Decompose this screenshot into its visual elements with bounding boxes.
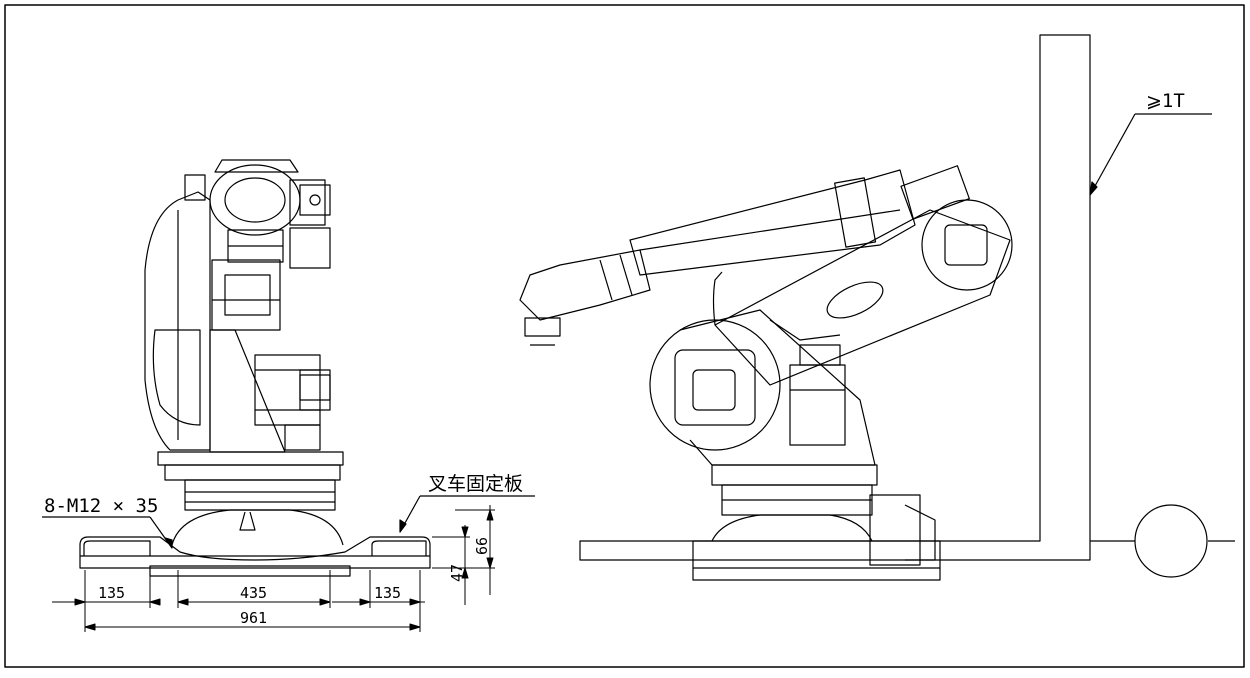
- front-motor-right: [289, 179, 326, 226]
- forklift-wheel: [1134, 504, 1208, 578]
- front-lower-arm: [209, 329, 286, 453]
- drawing-frame: [4, 4, 1245, 668]
- front-motor-detail: [284, 424, 321, 451]
- capacity-arrow: [1089, 181, 1098, 196]
- front-connector-dot: [309, 194, 321, 206]
- side-base-flange: [711, 464, 878, 486]
- side-upper-arm: [629, 169, 916, 276]
- fork-plate-label: 叉车固定板: [428, 473, 523, 495]
- side-cable-box: [869, 494, 921, 566]
- fork-plate-arrow: [399, 519, 407, 533]
- robot-side-view: [519, 165, 1013, 581]
- front-wrist-inner: [224, 177, 286, 223]
- side-motor: [789, 364, 846, 446]
- side-j2-housing: [649, 319, 781, 451]
- side-arm-flange: [834, 177, 877, 248]
- bolt-spec-label: 8-M12 × 35: [44, 495, 158, 517]
- forklift-fork: [579, 34, 1091, 561]
- fork-pocket-right: [371, 540, 427, 556]
- side-cable-hose: [712, 271, 723, 326]
- side-upper-arm-line: [639, 209, 901, 251]
- vertical-dimensions: [432, 505, 495, 605]
- front-base-flange: [164, 464, 341, 481]
- front-base-top: [157, 451, 344, 466]
- bolt-arrow: [164, 537, 173, 549]
- dim-total-width: 961: [240, 609, 267, 627]
- capacity-label: ⩾1T: [1146, 90, 1185, 112]
- side-motor-cap: [799, 344, 841, 366]
- robot-front-view: [79, 159, 431, 577]
- side-forearm: [519, 249, 651, 321]
- front-base-plate: [79, 536, 431, 569]
- dim-left-width: 135: [98, 584, 125, 602]
- side-lower-arm-detail: [769, 319, 841, 341]
- side-j2-plate: [674, 349, 756, 426]
- front-motor-left: [184, 174, 206, 201]
- front-wrist-housing: [209, 164, 301, 236]
- side-elbow-motor: [900, 165, 970, 220]
- side-wrist-flange: [524, 317, 561, 337]
- side-base-dome: [711, 514, 873, 542]
- side-base: [692, 540, 941, 581]
- front-turntable: [184, 479, 336, 511]
- side-lower-arm: [714, 209, 1011, 386]
- dim-height-66: 66: [473, 537, 491, 555]
- side-elbow-housing: [921, 199, 1013, 291]
- front-head-top: [214, 159, 299, 173]
- front-side-motor: [289, 227, 331, 269]
- front-base-dome: [171, 509, 344, 546]
- front-connector-box: [299, 184, 331, 216]
- capacity-leader-diag: [1089, 113, 1136, 196]
- horizontal-dimensions: [52, 570, 425, 632]
- side-lower-body: [679, 309, 876, 466]
- dim-height-47: 47: [448, 564, 466, 582]
- front-side-cover: [144, 191, 211, 451]
- side-j2-window: [692, 369, 736, 411]
- front-arm-column: [211, 259, 281, 331]
- front-motor-block: [254, 354, 321, 426]
- front-cable-box: [299, 374, 331, 401]
- front-arm-column-inner: [224, 274, 271, 316]
- front-base-legs: [239, 511, 256, 531]
- side-forearm-detail: [599, 254, 633, 301]
- front-motor-cap: [299, 369, 331, 411]
- front-side-cover-inner: [152, 329, 201, 426]
- side-elbow-window: [944, 224, 988, 266]
- side-lower-arm-slot: [826, 281, 884, 319]
- side-cable-box-detail: [904, 504, 936, 561]
- dim-right-width: 135: [374, 584, 401, 602]
- fork-pocket-left: [83, 540, 151, 556]
- dim-center-width: 435: [240, 584, 267, 602]
